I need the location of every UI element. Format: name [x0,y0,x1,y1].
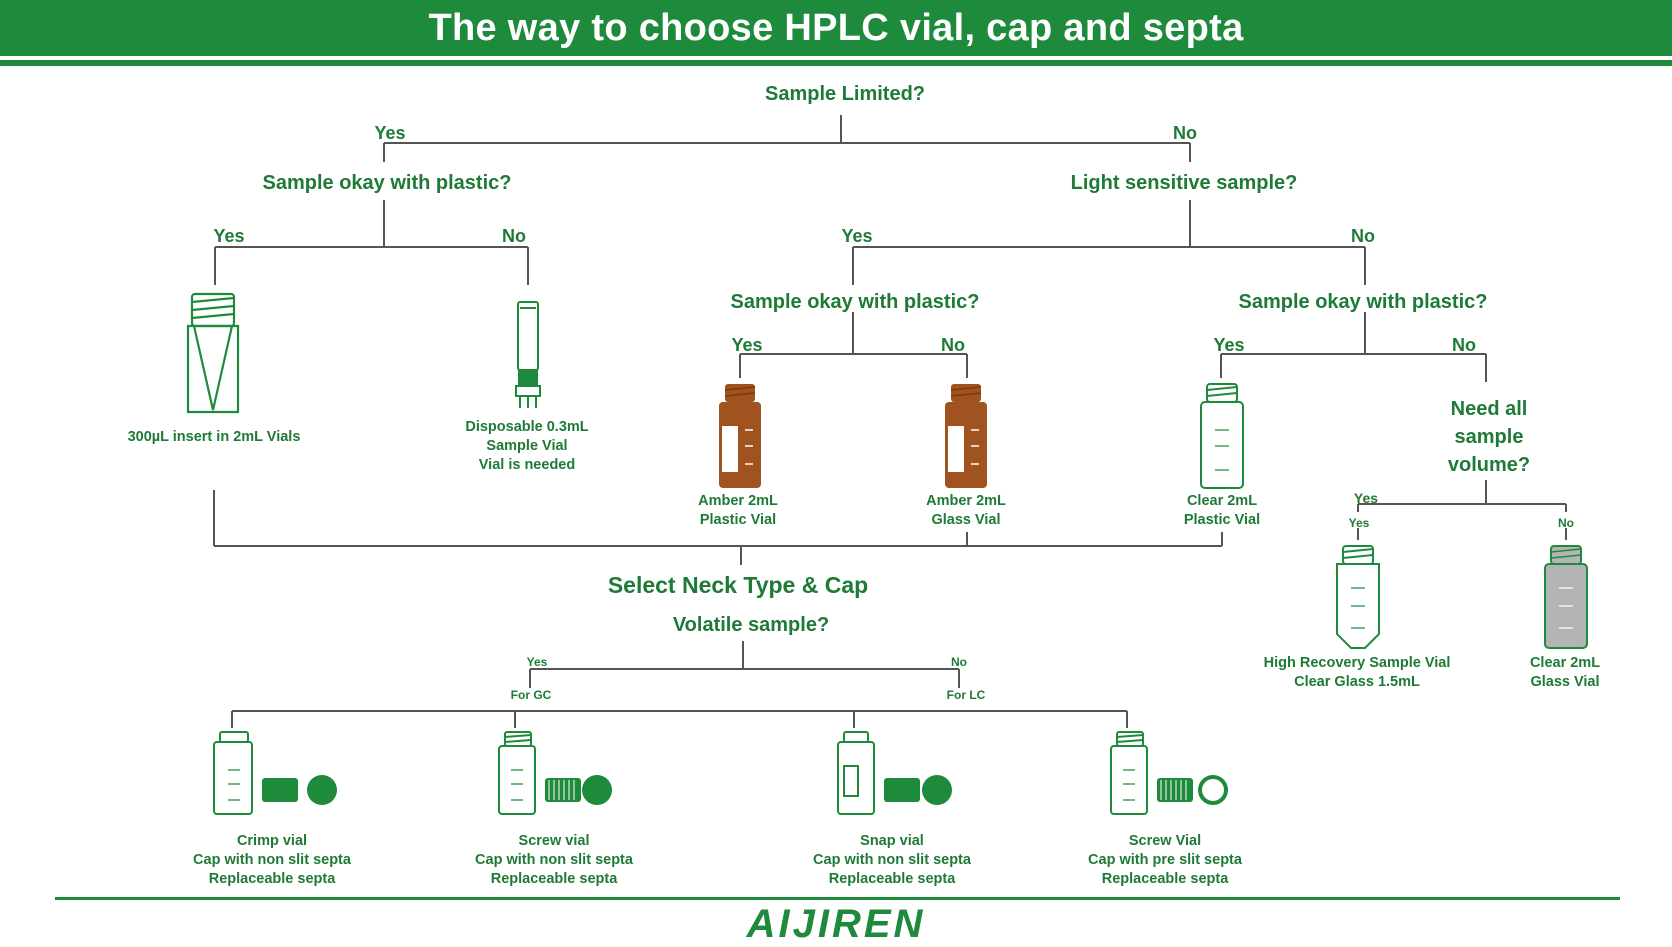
question-light-sensitive: Light sensitive sample? [1070,172,1298,194]
screw-cap-icon [545,778,581,802]
clear-glass-vial-label: Clear 2mL Glass Vial [1529,655,1601,690]
branch-for-lc: For LC [946,688,986,702]
page-title: The way to choose HPLC vial, cap and sep… [428,7,1244,49]
insert-vial-icon [186,292,240,414]
insert-vial-label: 300µL insert in 2mL Vials [127,429,301,445]
branch-no-light: No [1351,226,1375,246]
snap-label: Snap vial Cap with non slit septa Replac… [813,833,971,887]
brand-logo: AIJIREN [0,902,1672,947]
snap-cap-icon [884,778,920,802]
branch-yes-need-all: Yes [1353,490,1379,506]
branch-yes-limited: Yes [374,123,406,143]
footer-rule [55,897,1620,900]
branch-no-need-all-small: No [1558,516,1574,530]
branch-for-gc: For GC [510,688,552,702]
screw-pre-slit-vial-cap-icon [1110,731,1228,815]
high-recovery-vial-label: High Recovery Sample Vial Clear Glass 1.… [1263,655,1451,690]
clear-plastic-vial-icon [1200,383,1244,489]
select-neck-heading: Select Neck Type & Cap [607,572,869,598]
header-rule [0,60,1672,66]
clear-plastic-vial-label: Clear 2mL Plastic Vial [1183,493,1261,528]
branch-no-amber: No [941,335,965,355]
amber-glass-vial-label: Amber 2mL Glass Vial [926,493,1006,528]
crimp-septa-icon [307,775,337,805]
header-banner [0,0,1672,56]
question-sample-limited: Sample Limited? [764,83,926,105]
question-need-all-line3: volume? [1447,454,1531,476]
disposable-vial-icon [515,301,541,408]
branch-yes-volatile: Yes [526,655,548,669]
crimp-vial-cap-icon [213,731,337,815]
crimp-cap-icon [262,778,298,802]
amber-plastic-vial-label: Amber 2mL Plastic Vial [698,493,778,528]
question-need-all-line1: Need all [1450,398,1528,420]
brand-logo-text: AIJIREN [746,902,926,946]
disposable-vial-label: Disposable 0.3mL Sample Vial Vial is nee… [465,419,589,473]
branch-no-clear: No [1452,335,1476,355]
high-recovery-vial-icon [1336,545,1380,649]
clear-glass-vial-icon [1544,545,1588,649]
screw-vial-cap-icon [498,731,612,815]
question-plastic-amber: Sample okay with plastic? [730,291,980,313]
branch-yes-need-all-small: Yes [1348,516,1370,530]
screw-pre-slit-cap-icon [1157,778,1193,802]
branch-no-volatile: No [951,655,967,669]
amber-plastic-vial-icon [719,384,761,488]
amber-glass-vial-icon [945,384,987,488]
screw-non-slit-label: Screw vial Cap with non slit septa Repla… [475,833,633,887]
question-need-all-line2: sample [1454,426,1524,448]
snap-septa-icon [922,775,952,805]
branch-yes-plastic-left: Yes [213,226,245,246]
screw-septa-icon [582,775,612,805]
pre-slit-septa-icon [1198,775,1228,805]
crimp-label: Crimp vial Cap with non slit septa Repla… [193,833,351,887]
question-plastic-clear: Sample okay with plastic? [1238,291,1488,313]
question-plastic-limited: Sample okay with plastic? [262,172,512,194]
question-volatile: Volatile sample? [672,614,830,636]
screw-pre-slit-label: Screw Vial Cap with pre slit septa Repla… [1088,833,1242,887]
branch-no-limited: No [1173,123,1197,143]
snap-vial-cap-icon [837,731,952,815]
branch-no-plastic-left: No [502,226,526,246]
branch-yes-light: Yes [841,226,873,246]
branch-yes-clear: Yes [1213,335,1245,355]
branch-yes-amber: Yes [731,335,763,355]
